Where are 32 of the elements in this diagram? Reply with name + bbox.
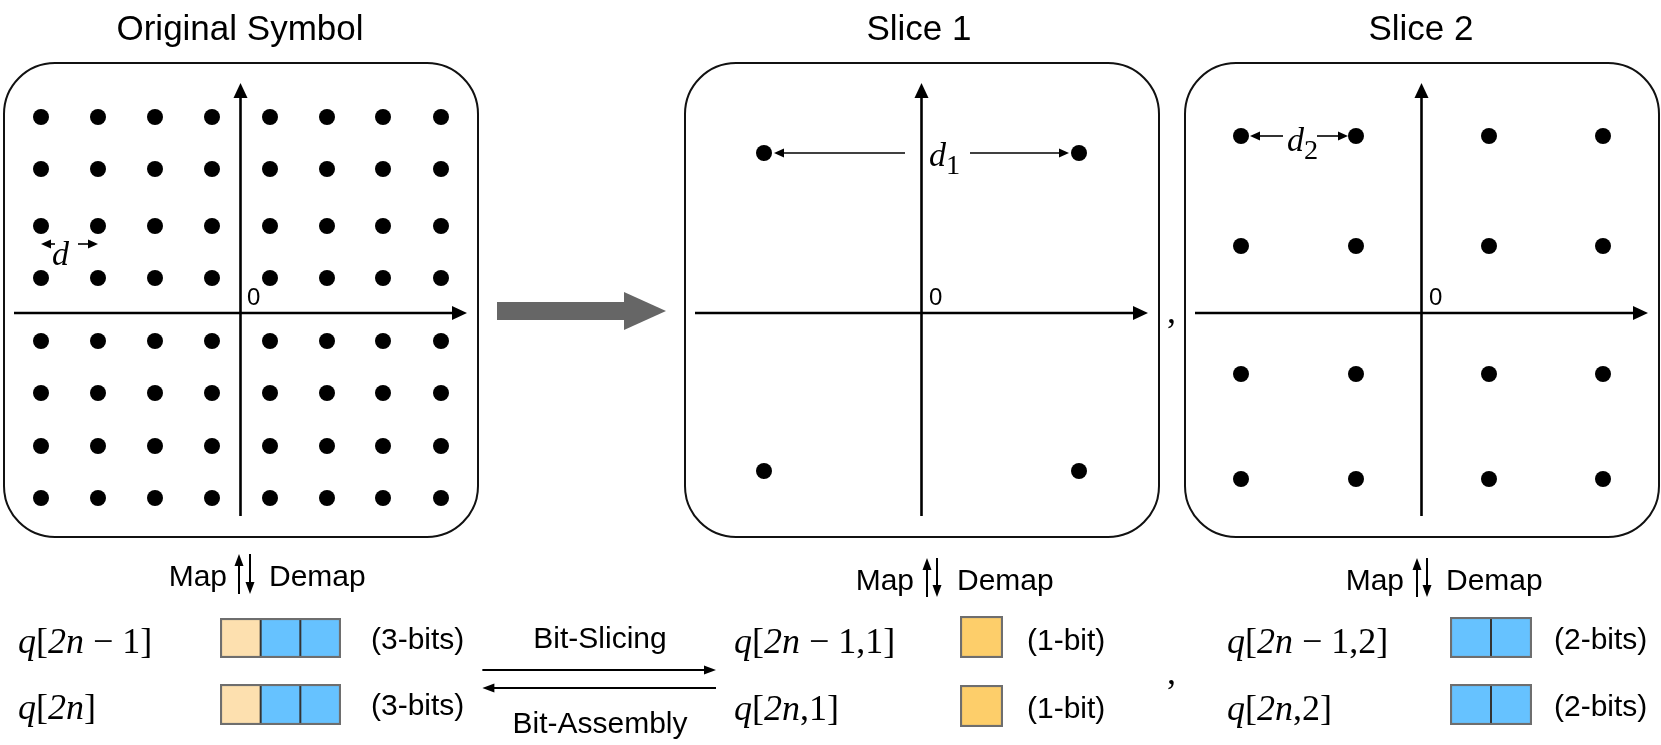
panel-title: Original Symbol (116, 10, 364, 46)
dimension-label: d (52, 236, 69, 271)
origin-label: 0 (1429, 284, 1443, 309)
arrow (932, 557, 942, 597)
origin-label: 0 (247, 284, 261, 309)
arrow (482, 683, 717, 693)
bit-count-label: (1-bit) (1027, 624, 1106, 655)
separator-comma: , (1167, 653, 1176, 690)
variable-label: q[2n,1] (734, 689, 839, 726)
block-arrow (497, 292, 666, 330)
variable-label: q[2n − 1] (18, 622, 153, 659)
panel-title: Slice 1 (866, 10, 972, 46)
bit-count-label: (2-bits) (1554, 623, 1648, 654)
dimension-label: d$_{1}$ (929, 137, 961, 179)
panel-title: Slice 2 (1368, 10, 1474, 46)
arrow (234, 554, 244, 595)
arrow (1412, 558, 1422, 598)
arrow (245, 553, 255, 594)
variable-label: q[2n − 1,2] (1227, 622, 1389, 659)
dimension-label: d$_{2}$ (1287, 122, 1319, 164)
variable-label: q[2n] (18, 688, 96, 725)
separator-comma: , (1167, 292, 1176, 329)
arrow (481, 665, 716, 675)
bit-count-label: (3-bits) (371, 623, 465, 654)
arrow (922, 558, 932, 598)
variable-label: q[2n,2] (1227, 689, 1332, 726)
origin-label: 0 (929, 284, 943, 309)
bit-count-label: (2-bits) (1554, 690, 1648, 721)
arrow (1422, 557, 1432, 597)
bit-count-label: (1-bit) (1027, 692, 1106, 723)
bit-count-label: (3-bits) (371, 689, 465, 720)
variable-label: q[2n − 1,1] (734, 622, 896, 659)
